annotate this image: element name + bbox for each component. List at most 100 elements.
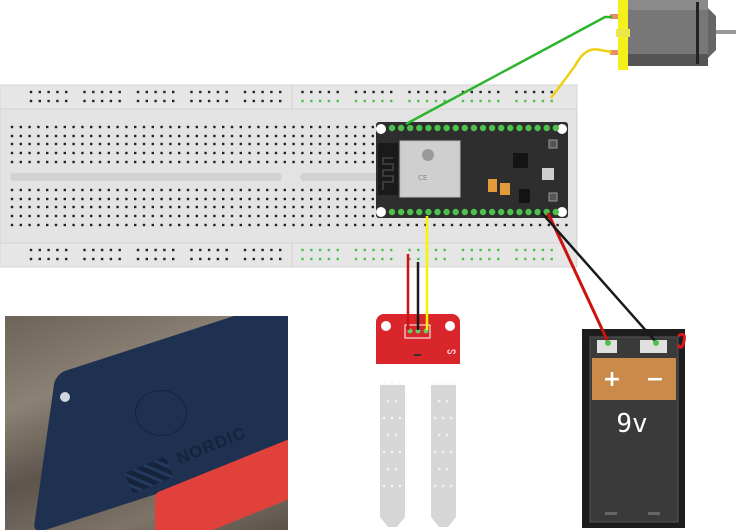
probe-dot (437, 433, 441, 437)
bb-hole (327, 151, 330, 155)
bb-hole (98, 125, 102, 129)
bb-hole (274, 134, 278, 138)
rail-hole (488, 90, 491, 94)
bb-hole (213, 205, 216, 209)
bb-hole (327, 134, 330, 138)
bb-hole (46, 223, 49, 227)
rail-hole (372, 99, 375, 103)
motor-vent (696, 2, 699, 64)
rail-hole (336, 248, 339, 252)
boot-button[interactable] (548, 139, 558, 149)
rail-hole (417, 90, 420, 94)
bb-hole (336, 223, 339, 227)
rail-hole (225, 248, 228, 252)
bb-hole (222, 214, 225, 218)
bb-hole (266, 197, 269, 201)
bb-hole (98, 160, 102, 164)
bb-hole (283, 223, 286, 227)
probe-dot (398, 382, 402, 386)
bb-hole (345, 205, 348, 209)
bb-hole (46, 134, 49, 138)
bb-hole (327, 160, 330, 164)
bb-hole (239, 160, 242, 164)
bb-hole (354, 214, 357, 218)
mount-hole (557, 207, 567, 217)
antenna (378, 143, 398, 195)
bb-hole (90, 188, 93, 192)
bb-hole (116, 188, 119, 192)
battery-black-wire[interactable] (540, 211, 657, 343)
motor-shaft (716, 30, 736, 34)
bb-hole (46, 205, 49, 209)
rail-hole (216, 257, 220, 261)
bb-hole (169, 214, 172, 218)
bb-hole (10, 188, 14, 192)
bb-hole (37, 188, 40, 192)
rail-hole (29, 248, 33, 252)
bb-hole (37, 160, 40, 164)
bb-hole (213, 125, 216, 129)
bb-hole (345, 188, 348, 192)
bb-hole (274, 142, 278, 146)
rail-hole (470, 99, 473, 103)
bb-hole (371, 134, 374, 138)
motor-yellow-wire[interactable] (550, 48, 613, 99)
rail-hole (92, 90, 95, 94)
bb-hole (310, 134, 313, 138)
bb-hole (283, 214, 286, 218)
esp32-pin (479, 124, 487, 132)
bb-hole (380, 223, 383, 227)
bb-hole (125, 223, 128, 227)
bb-hole (160, 134, 163, 138)
bb-hole (292, 188, 295, 192)
bb-hole (362, 214, 366, 218)
bb-hole (362, 197, 366, 201)
rail-hole (65, 257, 68, 261)
bb-hole (327, 214, 330, 218)
rail-hole (92, 257, 95, 261)
bb-hole (230, 151, 234, 155)
bb-hole (424, 223, 427, 227)
bb-hole (72, 197, 75, 201)
probe-dot (449, 450, 453, 454)
rail-hole (163, 248, 166, 252)
rail-hole (65, 90, 68, 94)
rail-hole (461, 99, 465, 103)
bb-hole (266, 160, 269, 164)
rail-hole (318, 248, 322, 252)
esp32-pin (397, 124, 405, 132)
bb-hole (239, 214, 242, 218)
bb-hole (107, 134, 110, 138)
rail-hole (470, 248, 473, 252)
bb-hole (204, 142, 207, 146)
rail-hole (354, 99, 358, 103)
esp32-pin (552, 124, 559, 132)
rail-hole (497, 257, 500, 261)
esp32-pin (479, 208, 487, 216)
probe-dot (433, 450, 437, 454)
bb-hole (54, 134, 58, 138)
bb-hole (54, 188, 58, 192)
battery-red-wire[interactable] (546, 212, 610, 343)
bb-hole (371, 142, 374, 146)
probe-dot (441, 484, 445, 488)
motor-green-wire[interactable] (405, 15, 612, 126)
bb-hole (134, 151, 137, 155)
bb-hole (142, 205, 146, 209)
bb-hole (222, 160, 225, 164)
bb-hole (248, 142, 251, 146)
bb-hole (98, 205, 102, 209)
bb-hole (310, 223, 313, 227)
bb-hole (169, 197, 172, 201)
rst-button[interactable] (548, 192, 558, 202)
bb-hole (222, 142, 225, 146)
bb-hole (301, 188, 304, 192)
rail-hole (172, 248, 175, 252)
bb-hole (186, 223, 190, 227)
bb-hole (362, 223, 366, 227)
bb-hole (195, 205, 198, 209)
bb-hole (248, 214, 251, 218)
battery-minus-node (653, 340, 659, 346)
bb-hole (345, 125, 348, 129)
bb-hole (565, 223, 568, 227)
